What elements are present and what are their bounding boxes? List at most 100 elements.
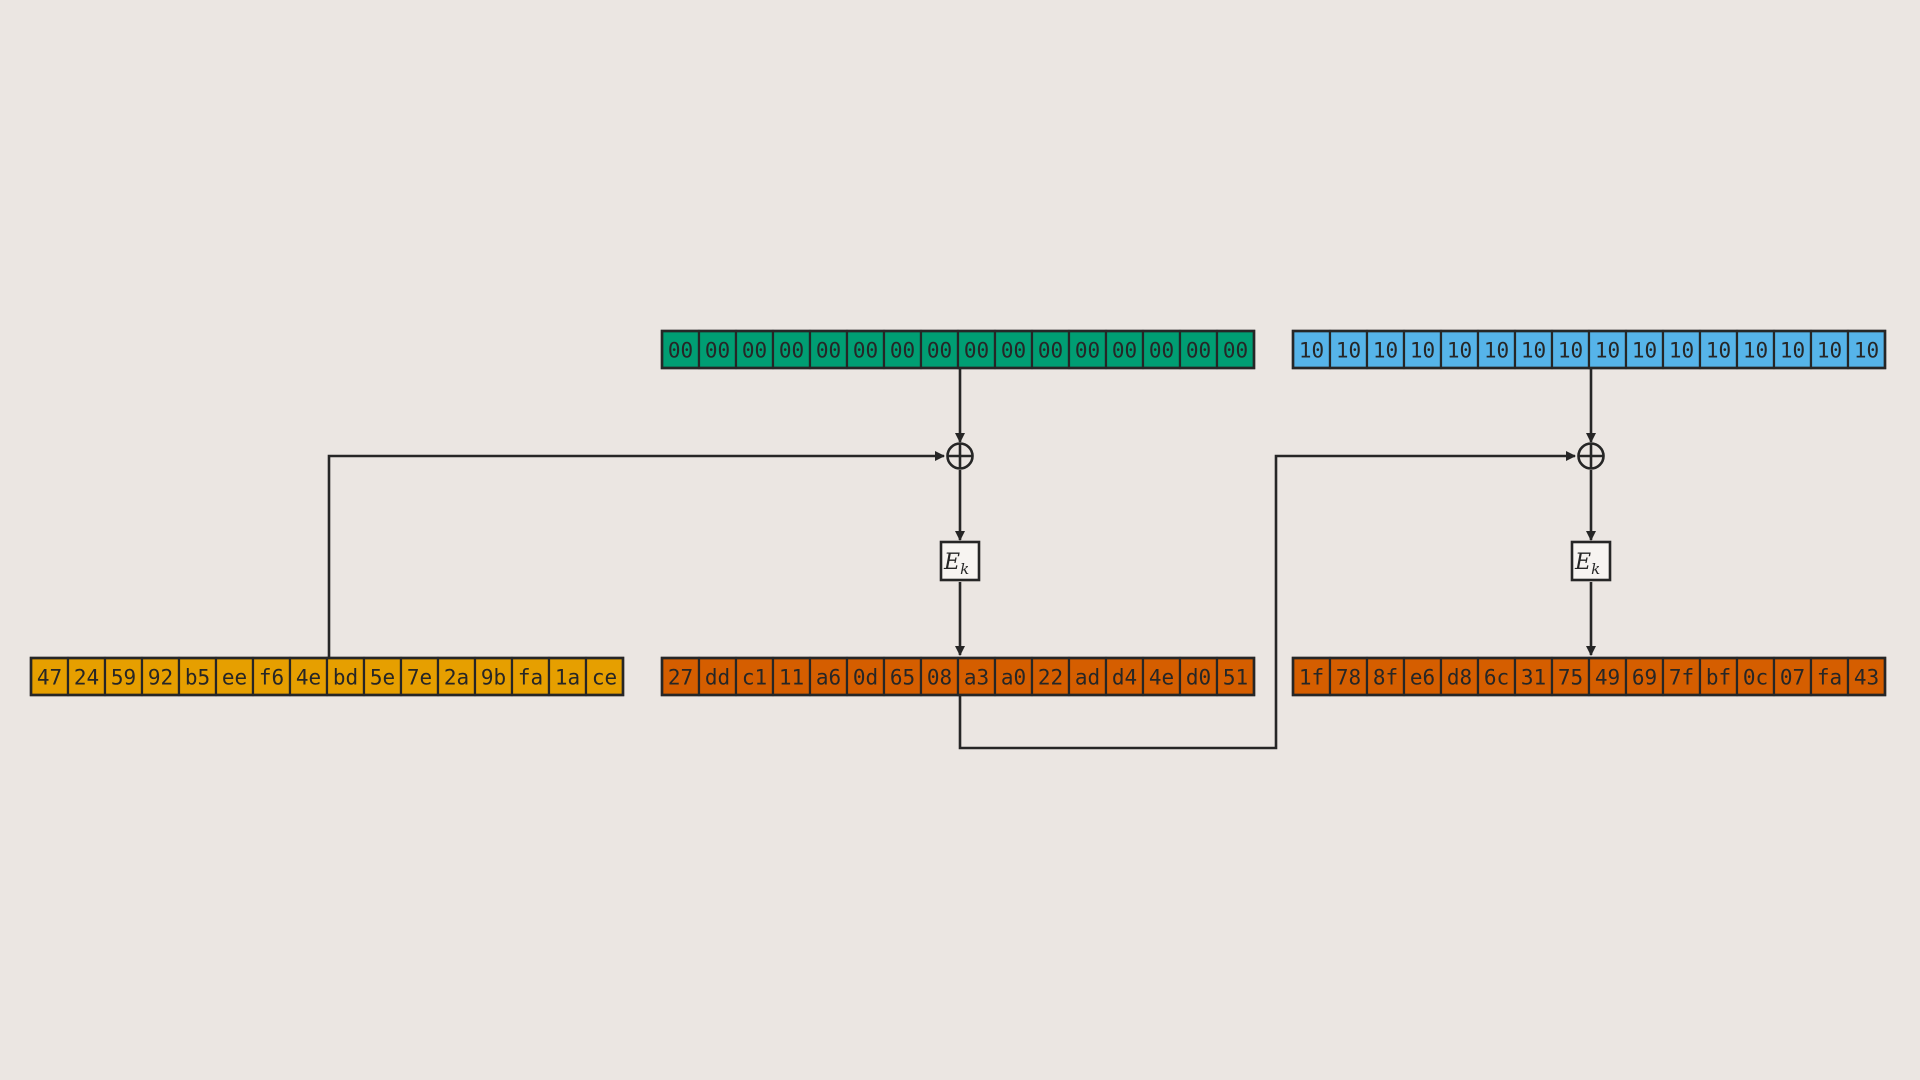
byte-value: d4 (1112, 666, 1137, 690)
byte-value: a0 (1001, 666, 1026, 690)
encrypt-box-2: Ek (1570, 540, 1612, 582)
encrypt-label: Ek (1574, 550, 1600, 578)
byte-value: 00 (1149, 339, 1174, 363)
byte-value: 78 (1336, 666, 1361, 690)
xor-operator-1 (946, 442, 974, 470)
block-outline (660, 656, 1256, 697)
byte-value: 07 (1780, 666, 1805, 690)
connectors (327, 368, 1596, 750)
byte-cell (1772, 329, 1813, 370)
byte-value: 00 (964, 339, 989, 363)
byte-value: 10 (1484, 339, 1509, 363)
block-outline (29, 656, 625, 697)
byte-value: 00 (668, 339, 693, 363)
byte-value: 92 (148, 666, 173, 690)
byte-value: 00 (1075, 339, 1100, 363)
byte-value: bf (1706, 666, 1731, 690)
byte-value: 00 (927, 339, 952, 363)
byte-value: ce (592, 666, 617, 690)
encrypt-box-1: Ek (939, 540, 981, 582)
byte-value: 10 (1373, 339, 1398, 363)
byte-value: 10 (1632, 339, 1657, 363)
byte-value: 49 (1595, 666, 1620, 690)
byte-value: 00 (1186, 339, 1211, 363)
byte-value: 00 (742, 339, 767, 363)
byte-value: e6 (1410, 666, 1435, 690)
byte-value: 10 (1410, 339, 1435, 363)
byte-value: bd (333, 666, 358, 690)
block-outline (1291, 329, 1887, 370)
byte-cell (808, 329, 849, 370)
byte-cell (1067, 329, 1108, 370)
byte-value: 1f (1299, 666, 1324, 690)
byte-value: 27 (668, 666, 693, 690)
byte-value: 00 (1223, 339, 1248, 363)
byte-value: 10 (1854, 339, 1879, 363)
byte-value: fa (518, 666, 543, 690)
xor-operator-2 (1577, 442, 1605, 470)
byte-value: 00 (1001, 339, 1026, 363)
byte-value: 0d (853, 666, 878, 690)
byte-value: 2a (444, 666, 469, 690)
byte-value: 00 (853, 339, 878, 363)
byte-value: 10 (1743, 339, 1768, 363)
byte-value: 8f (1373, 666, 1398, 690)
byte-cell (1067, 656, 1108, 697)
encrypt-label: Ek (943, 550, 969, 578)
block-outline (660, 329, 1256, 370)
byte-value: ad (1075, 666, 1100, 690)
connector-left-to-xor-1 (327, 451, 945, 668)
byte-cell (993, 656, 1034, 697)
byte-value: 47 (37, 666, 62, 690)
byte-value: b5 (185, 666, 210, 690)
byte-value: c1 (742, 666, 767, 690)
byte-value: 69 (1632, 666, 1657, 690)
byte-cell (771, 656, 812, 697)
connector-output-1-to-xor-2 (958, 451, 1576, 750)
byte-value: 1a (555, 666, 580, 690)
byte-value: ee (222, 666, 247, 690)
byte-value: a3 (964, 666, 989, 690)
byte-value: 24 (74, 666, 99, 690)
byte-value: 51 (1223, 666, 1248, 690)
byte-value: d8 (1447, 666, 1472, 690)
byte-value: 10 (1521, 339, 1546, 363)
byte-value: 10 (1336, 339, 1361, 363)
byte-cell (1698, 329, 1739, 370)
byte-value: 9b (481, 666, 506, 690)
byte-value: 4e (1149, 666, 1174, 690)
byte-value: 10 (1780, 339, 1805, 363)
byte-value: 08 (927, 666, 952, 690)
byte-cell (1624, 329, 1665, 370)
byte-value: 00 (1112, 339, 1137, 363)
encrypt-box-outline (1570, 540, 1612, 582)
byte-cell (1365, 656, 1406, 697)
byte-value: 10 (1595, 339, 1620, 363)
byte-value: 10 (1817, 339, 1842, 363)
byte-value: a6 (816, 666, 841, 690)
byte-value: fa (1817, 666, 1842, 690)
byte-value: 10 (1558, 339, 1583, 363)
byte-value: 5e (370, 666, 395, 690)
byte-cell (956, 656, 997, 697)
byte-value: 00 (705, 339, 730, 363)
byte-value: dd (705, 666, 730, 690)
byte-value: 22 (1038, 666, 1063, 690)
byte-value: 00 (1038, 339, 1063, 363)
byte-value: f6 (259, 666, 284, 690)
byte-value: 75 (1558, 666, 1583, 690)
byte-cell (1513, 656, 1554, 697)
byte-value: 6c (1484, 666, 1509, 690)
byte-value: 7e (407, 666, 432, 690)
byte-value: 11 (779, 666, 804, 690)
byte-value: 10 (1447, 339, 1472, 363)
byte-value: 10 (1299, 339, 1324, 363)
byte-value: 00 (890, 339, 915, 363)
byte-value: 00 (779, 339, 804, 363)
